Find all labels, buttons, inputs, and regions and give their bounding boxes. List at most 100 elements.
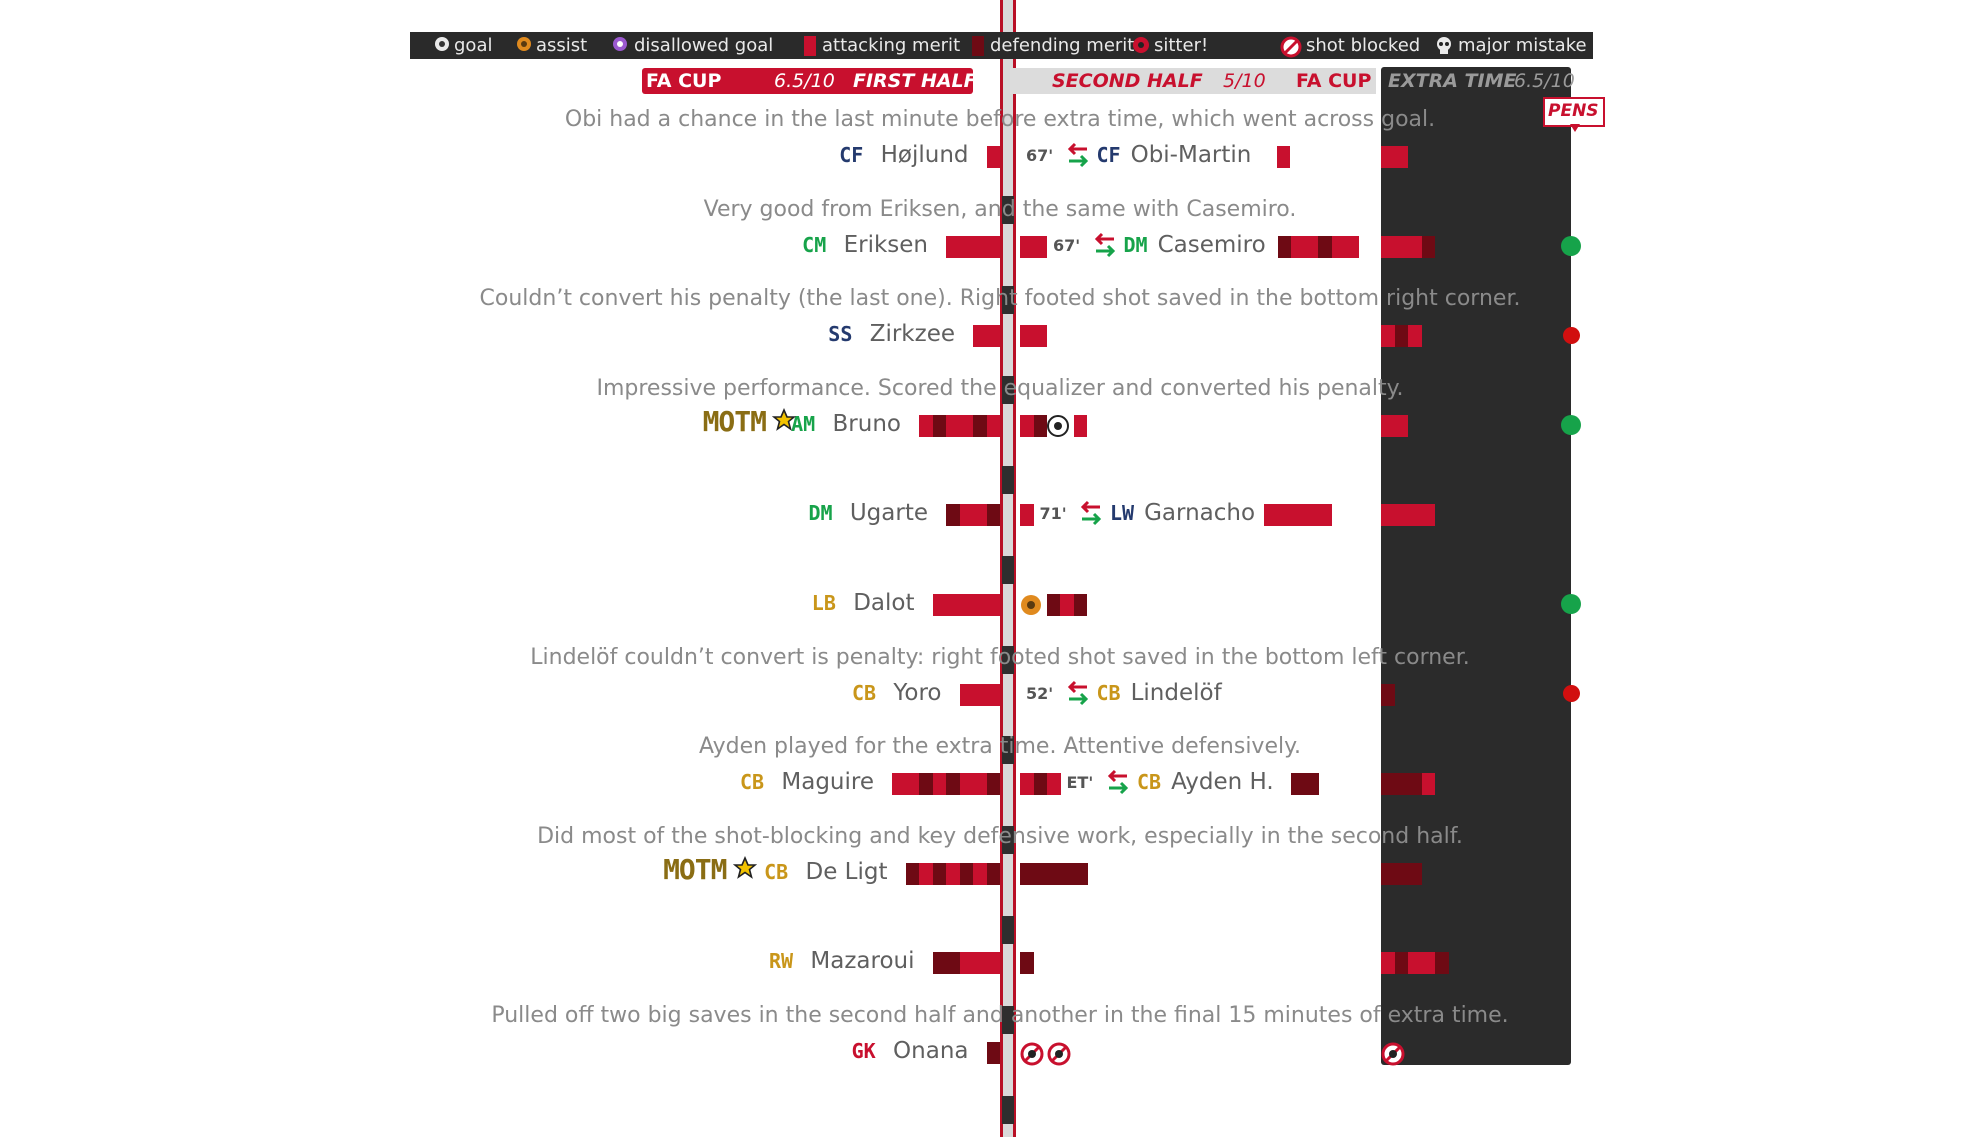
player-name: Mazaroui bbox=[803, 948, 915, 975]
second-half-defending-merit bbox=[1033, 862, 1048, 885]
legend-label: attacking merit bbox=[822, 35, 961, 56]
position-label: CB bbox=[739, 770, 765, 795]
first-half-attacking-merit bbox=[919, 862, 933, 885]
sitter-icon bbox=[1132, 36, 1150, 55]
extra-time-defending-merit bbox=[1435, 952, 1449, 975]
extra-time-attacking-merit bbox=[1421, 504, 1436, 527]
legend-label: assist bbox=[536, 35, 588, 56]
position-label: LB bbox=[811, 591, 836, 615]
second-half-attacking-merit bbox=[1033, 235, 1048, 258]
position-label: CB bbox=[764, 859, 789, 884]
extra-time-attacking-merit bbox=[1394, 504, 1409, 527]
shot-blocked-icon bbox=[1280, 36, 1302, 58]
substitution-minute: ET' bbox=[1066, 773, 1094, 793]
sub-second-half-attacking-merit bbox=[1304, 235, 1319, 258]
player-name: Obi-Martin bbox=[1130, 142, 1252, 168]
player-note: Lindelöf couldn’t convert is penalty: ri… bbox=[530, 644, 1470, 670]
substitution-icon bbox=[1078, 499, 1104, 527]
sub-second-half-attacking-merit bbox=[1345, 235, 1360, 258]
extra-time-attacking-merit bbox=[1408, 235, 1422, 258]
player-name: Garnacho bbox=[1144, 500, 1256, 527]
first-half-attacking-merit bbox=[919, 414, 933, 437]
first-half-attacking-merit bbox=[986, 325, 1001, 348]
extra-time-attacking-merit bbox=[1408, 504, 1422, 527]
first-half-defending-merit bbox=[973, 414, 987, 437]
first-half-competition: FA CUP bbox=[646, 70, 722, 92]
first-half-defending-merit bbox=[959, 862, 974, 885]
motm-badge: MOTM bbox=[663, 852, 727, 886]
first-half-attacking-merit bbox=[973, 325, 987, 348]
first-half-attacking-merit bbox=[959, 594, 974, 616]
penalty-scored-dot bbox=[1561, 414, 1581, 435]
sub-second-half-attacking-merit bbox=[1264, 504, 1279, 527]
extra-time-attacking-merit bbox=[1394, 235, 1409, 258]
position-label: CM bbox=[802, 232, 827, 257]
sub-second-half-attacking-merit bbox=[1318, 504, 1333, 527]
substitution-minute: 71' bbox=[1039, 504, 1067, 524]
position-label: DM bbox=[1123, 232, 1148, 257]
second-half-attacking-merit bbox=[1020, 325, 1034, 348]
legend-label: major mistake bbox=[1458, 35, 1587, 56]
player-note: Obi had a chance in the last minute befo… bbox=[564, 107, 1436, 132]
pens-label: PENS bbox=[1548, 101, 1599, 121]
first-half-defending-merit bbox=[905, 862, 920, 885]
position-label: CF bbox=[839, 143, 864, 167]
first-half-attacking-merit bbox=[986, 414, 1001, 437]
first-half-defending-merit bbox=[932, 862, 947, 885]
extra-time-attacking-merit bbox=[1381, 235, 1395, 258]
second-half-defending-merit bbox=[1074, 862, 1088, 885]
player-note: Did most of the shot-blocking and key de… bbox=[537, 823, 1463, 849]
extra-time-defending-merit bbox=[1381, 683, 1395, 706]
player-name: Onana bbox=[885, 1038, 969, 1064]
starter-label: LB Dalot bbox=[812, 588, 915, 618]
player-note: Ayden played for the extra time. Attenti… bbox=[699, 734, 1301, 760]
star-icon bbox=[732, 855, 757, 886]
second-half-attacking-merit bbox=[1020, 773, 1034, 796]
substitution-icon bbox=[1105, 768, 1131, 796]
second-half-attacking-merit bbox=[1033, 325, 1048, 348]
starter-label: DM Ugarte bbox=[808, 498, 928, 528]
first-half-attacking-merit bbox=[986, 952, 1001, 975]
sub-second-half-attacking-merit bbox=[1291, 504, 1306, 527]
position-label: DM bbox=[808, 501, 833, 526]
player-name: Lindelöf bbox=[1130, 679, 1222, 706]
first-half-attacking-merit bbox=[892, 773, 906, 796]
first-half-attacking-merit bbox=[946, 862, 960, 885]
position-label: CB bbox=[852, 680, 877, 705]
extra-time-defending-merit bbox=[1381, 773, 1395, 796]
first-half-attacking-merit bbox=[932, 773, 947, 796]
player-name: Højlund bbox=[873, 142, 969, 168]
position-label: CB bbox=[1096, 680, 1121, 705]
first-half-attacking-merit bbox=[959, 952, 974, 975]
extra-time-defending-merit bbox=[1394, 862, 1409, 885]
first-half-attacking-merit bbox=[973, 683, 987, 706]
second-half-attacking-merit bbox=[1020, 235, 1034, 258]
first-half-attacking-merit bbox=[973, 594, 987, 616]
first-half-defending-merit bbox=[946, 504, 960, 527]
starter-label: CM Eriksen bbox=[802, 230, 928, 260]
second-half-defending-merit bbox=[1033, 773, 1048, 796]
extra-time-attacking-merit bbox=[1381, 504, 1395, 527]
extra-time-attacking-merit bbox=[1421, 952, 1436, 975]
halftime-line-red-left bbox=[1000, 0, 1003, 1137]
first-half-defending-merit bbox=[919, 773, 933, 796]
sub-second-half-defending-merit bbox=[1304, 773, 1319, 796]
attacking-merit-icon bbox=[804, 36, 816, 56]
substitution-icon bbox=[1092, 231, 1118, 259]
second-half-defending-merit bbox=[1020, 862, 1034, 885]
first-half-attacking-merit bbox=[986, 683, 1001, 706]
position-label: SS bbox=[828, 322, 853, 347]
position-label: LW bbox=[1110, 501, 1135, 526]
center-tick bbox=[1002, 196, 1014, 224]
center-tick bbox=[1002, 736, 1014, 764]
pens-box bbox=[1543, 97, 1605, 127]
first-half-attacking-merit bbox=[973, 862, 987, 885]
sub-second-half-defending-merit bbox=[1291, 773, 1306, 796]
penalty-missed-dot bbox=[1562, 685, 1580, 703]
legend-label: disallowed goal bbox=[634, 35, 774, 56]
player-name: Ugarte bbox=[842, 500, 928, 527]
sub-second-half-defending-merit bbox=[1318, 235, 1333, 258]
halftime-line-red-right bbox=[1013, 0, 1016, 1137]
player-note: Couldn’t convert his penalty (the last o… bbox=[479, 286, 1521, 312]
